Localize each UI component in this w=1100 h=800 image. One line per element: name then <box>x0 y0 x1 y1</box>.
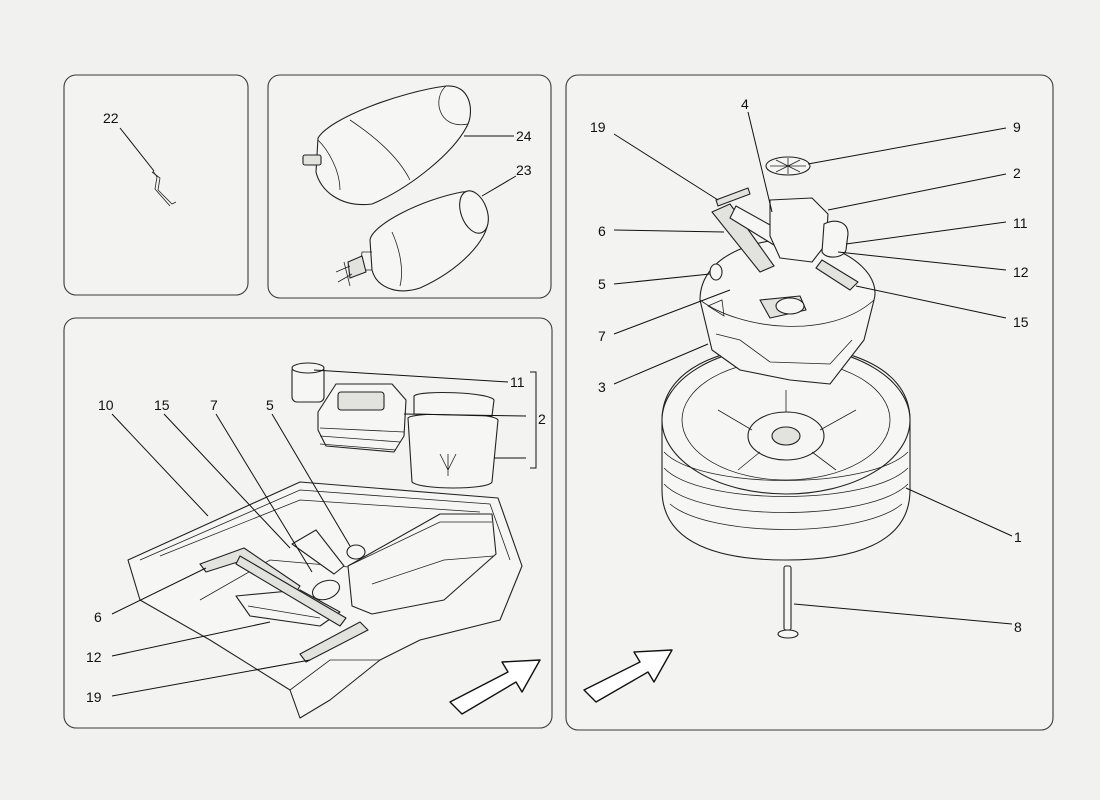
leader-12 <box>111 621 271 657</box>
panel-crank-handle: 22 <box>63 74 249 296</box>
leader-12-assembly <box>837 251 1007 271</box>
leader-9 <box>807 127 1007 165</box>
direction-arrow-icon <box>449 659 541 715</box>
callout-19-tray: 19 <box>86 689 102 705</box>
callout-9: 9 <box>1013 119 1021 135</box>
callout-23: 23 <box>516 162 532 178</box>
callout-8: 8 <box>1014 619 1022 635</box>
leader-7-assembly <box>613 289 731 335</box>
tool-bag-part <box>302 85 471 206</box>
callout-22: 22 <box>103 110 119 126</box>
assembly-tools <box>709 187 859 315</box>
callout-11-tray: 11 <box>510 374 525 390</box>
callout-2-assembly: 2 <box>1013 165 1021 181</box>
callout-3: 3 <box>598 379 606 395</box>
leader-3 <box>613 343 709 385</box>
callout-12-tray: 12 <box>86 649 102 665</box>
leader-5 <box>271 413 351 547</box>
leader-2-assembly <box>827 173 1007 211</box>
leader-11-assembly <box>845 221 1007 245</box>
callout-19-assembly: 19 <box>590 119 606 135</box>
leader-15 <box>163 413 291 549</box>
leader-19-assembly <box>613 133 719 201</box>
crank-handle-part <box>151 170 177 207</box>
callout-15-tray: 15 <box>154 397 170 413</box>
panel-spare-wheel-assembly: 1 8 3 <box>565 74 1054 731</box>
panel-bag-and-bottle: 24 23 <box>267 74 552 299</box>
callout-6-assembly: 6 <box>598 223 606 239</box>
callout-24: 24 <box>516 128 532 144</box>
leader-1 <box>905 487 1013 537</box>
leader-6 <box>111 567 207 615</box>
callout-10: 10 <box>98 397 114 413</box>
callout-1: 1 <box>1014 529 1022 545</box>
leader-2-a <box>403 413 527 417</box>
sealant-kit-part <box>291 362 499 489</box>
cap-part <box>765 156 811 176</box>
direction-arrow-icon-assembly <box>583 649 673 703</box>
compressor-bottle-part <box>335 190 489 292</box>
leader-10 <box>111 413 209 517</box>
spare-wheel-part <box>661 345 911 561</box>
leader-7 <box>215 413 313 573</box>
callout-5-assembly: 5 <box>598 276 606 292</box>
leader-22 <box>119 127 155 172</box>
callout-5-tray: 5 <box>266 397 274 413</box>
leader-4 <box>747 111 773 213</box>
fixing-bolt-part <box>777 565 799 639</box>
callout-6-tray: 6 <box>94 609 102 625</box>
leader-5-assembly <box>613 273 711 285</box>
callout-2-tray: 2 <box>538 411 546 427</box>
callout-7-assembly: 7 <box>598 328 606 344</box>
bracket-2 <box>530 371 537 469</box>
leader-6-assembly <box>613 229 725 233</box>
tray-tools <box>199 529 369 663</box>
leader-19 <box>111 659 311 697</box>
callout-15-assembly: 15 <box>1013 314 1029 330</box>
leader-23 <box>481 175 517 197</box>
leader-11 <box>313 369 509 383</box>
callout-7-tray: 7 <box>210 397 218 413</box>
panel-tool-tray: 11 2 10 15 7 5 6 12 19 <box>63 317 553 729</box>
callout-12-assembly: 12 <box>1013 264 1029 280</box>
callout-11-assembly: 11 <box>1013 215 1028 231</box>
leader-8 <box>793 603 1013 625</box>
callout-4: 4 <box>741 96 749 112</box>
leader-15-assembly <box>855 285 1007 319</box>
